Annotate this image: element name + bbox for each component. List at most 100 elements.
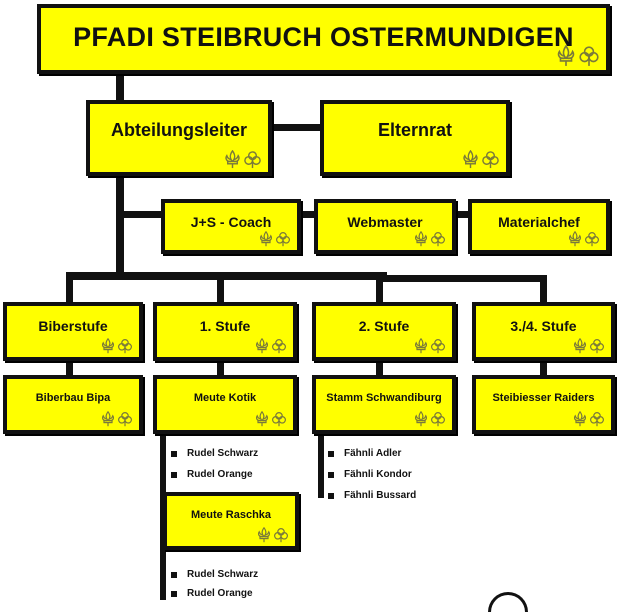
scout-emblem <box>254 338 287 354</box>
clover-icon <box>584 231 600 247</box>
scout-emblem <box>100 411 133 427</box>
label-stamm-schwandiburg: Stamm Schwandiburg <box>326 392 442 404</box>
connector-drop-stufe34 <box>540 280 547 307</box>
box-stufe-3-4: 3./4. Stufe <box>472 302 615 361</box>
clover-icon <box>273 527 289 543</box>
connector-stufen-bar <box>66 272 387 280</box>
box-stufe-2: 2. Stufe <box>312 302 456 361</box>
fleur-de-lis-icon <box>413 338 429 354</box>
label-stufe-1: 1. Stufe <box>199 318 251 334</box>
fleur-de-lis-icon <box>100 338 116 354</box>
scout-emblem <box>100 338 133 354</box>
clover-icon <box>271 338 287 354</box>
scout-emblem <box>461 150 500 169</box>
box-elternrat: Elternrat <box>320 100 510 176</box>
clover-icon <box>117 338 133 354</box>
list-bullet <box>328 493 334 499</box>
connector-trunk-main <box>116 175 124 275</box>
box-meute-kotik: Meute Kotik <box>153 375 297 434</box>
label-elternrat: Elternrat <box>377 120 453 140</box>
label-webmaster: Webmaster <box>347 214 423 230</box>
clover-icon <box>578 45 600 67</box>
list-bullet <box>171 472 177 478</box>
label-biberbau-bipa: Biberbau Bipa <box>35 392 111 404</box>
list-bullet <box>328 451 334 457</box>
list-item: Rudel Orange <box>187 469 253 480</box>
box-js-coach: J+S - Coach <box>161 199 301 254</box>
fleur-de-lis-icon <box>223 150 242 169</box>
box-biberstufe: Biberstufe <box>3 302 143 361</box>
connector-biber-sub <box>66 359 73 379</box>
clover-icon <box>271 411 287 427</box>
fleur-de-lis-icon <box>254 411 270 427</box>
scout-emblem <box>572 338 605 354</box>
scout-emblem <box>258 231 291 247</box>
box-stamm-schwandiburg: Stamm Schwandiburg <box>312 375 456 434</box>
scout-emblem <box>567 231 600 247</box>
clover-icon <box>243 150 262 169</box>
box-abteilungsleiter: Abteilungsleiter <box>86 100 272 176</box>
fleur-de-lis-icon <box>461 150 480 169</box>
box-steibiesser-raiders: Steibiesser Raiders <box>472 375 615 434</box>
box-webmaster: Webmaster <box>314 199 456 254</box>
list-bullet <box>171 451 177 457</box>
list-bullet <box>171 572 177 578</box>
fleur-de-lis-icon <box>256 527 272 543</box>
scout-emblem <box>223 150 262 169</box>
list-item: Rudel Orange <box>187 588 253 599</box>
label-meute-kotik: Meute Kotik <box>193 392 257 404</box>
label-meute-raschka: Meute Raschka <box>190 509 272 521</box>
list-item: Rudel Schwarz <box>187 569 259 580</box>
fleur-de-lis-icon <box>567 231 583 247</box>
clover-icon <box>430 411 446 427</box>
scout-emblem <box>413 231 446 247</box>
label-materialchef: Materialchef <box>498 214 580 230</box>
box-stufe-1: 1. Stufe <box>153 302 297 361</box>
list-item: Fähnli Kondor <box>344 469 412 480</box>
scout-emblem <box>413 411 446 427</box>
connector-stufe2-list <box>318 432 324 498</box>
list-item: Fähnli Adler <box>344 448 402 459</box>
label-stufe-2: 2. Stufe <box>358 318 410 334</box>
scout-emblem <box>413 338 446 354</box>
list-bullet <box>171 591 177 597</box>
box-meute-raschka: Meute Raschka <box>163 492 299 550</box>
label-stufe-3-4: 3./4. Stufe <box>510 318 577 334</box>
connector-stufen-right <box>381 275 547 282</box>
fleur-de-lis-icon <box>572 338 588 354</box>
scout-emblem <box>256 527 289 543</box>
box-biberbau-bipa: Biberbau Bipa <box>3 375 143 434</box>
clover-icon <box>481 150 500 169</box>
fleur-de-lis-icon <box>572 411 588 427</box>
connector-stufe2-sub <box>376 359 383 379</box>
fleur-de-lis-icon <box>413 411 429 427</box>
clover-icon <box>430 231 446 247</box>
fleur-de-lis-icon <box>254 338 270 354</box>
clover-icon <box>275 231 291 247</box>
scout-emblem <box>572 411 605 427</box>
fleur-de-lis-icon <box>555 45 577 67</box>
scout-emblem <box>555 45 600 67</box>
partial-arc-decoration <box>488 592 528 612</box>
fleur-de-lis-icon <box>100 411 116 427</box>
connector-leader-elternrat <box>270 124 324 131</box>
scout-emblem <box>254 411 287 427</box>
connector-drop-biber <box>66 275 73 305</box>
page-title: PFADI STEIBRUCH OSTERMUNDIGEN <box>73 22 574 52</box>
label-steibiesser-raiders: Steibiesser Raiders <box>492 392 595 404</box>
connector-drop-stufe1 <box>217 275 224 305</box>
connector-stufe34-sub <box>540 359 547 379</box>
label-js-coach: J+S - Coach <box>190 214 272 230</box>
clover-icon <box>430 338 446 354</box>
label-biberstufe: Biberstufe <box>38 318 108 334</box>
connector-drop-stufe2 <box>376 280 383 307</box>
connector-stufe1-sub <box>217 359 224 379</box>
list-item: Fähnli Bussard <box>344 490 417 501</box>
label-abteilungsleiter: Abteilungsleiter <box>110 120 248 140</box>
title-box: PFADI STEIBRUCH OSTERMUNDIGEN <box>37 4 610 74</box>
box-materialchef: Materialchef <box>468 199 610 254</box>
clover-icon <box>589 411 605 427</box>
fleur-de-lis-icon <box>413 231 429 247</box>
clover-icon <box>117 411 133 427</box>
